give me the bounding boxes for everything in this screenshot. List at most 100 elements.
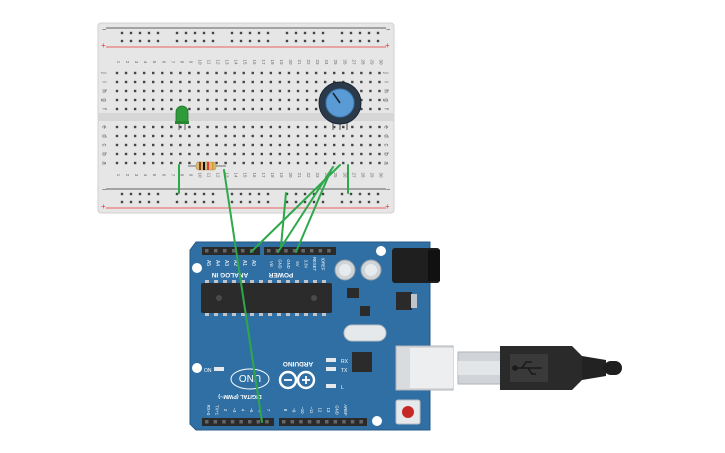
rail-hole[interactable]: [211, 39, 215, 43]
terminal-hole[interactable]: [278, 143, 282, 147]
terminal-hole[interactable]: [333, 125, 336, 129]
rail-hole[interactable]: [156, 39, 160, 43]
terminal-hole[interactable]: [305, 152, 309, 156]
terminal-hole[interactable]: [305, 107, 309, 111]
terminal-hole[interactable]: [305, 89, 309, 93]
terminal-hole[interactable]: [224, 71, 227, 75]
terminal-hole[interactable]: [152, 143, 155, 147]
terminal-hole[interactable]: [323, 143, 327, 147]
terminal-hole[interactable]: [360, 107, 363, 111]
rail-hole[interactable]: [312, 192, 316, 196]
terminal-hole[interactable]: [323, 125, 327, 129]
terminal-hole[interactable]: [124, 125, 128, 129]
terminal-hole[interactable]: [251, 125, 254, 129]
rail-hole[interactable]: [138, 192, 142, 196]
terminal-hole[interactable]: [351, 143, 354, 147]
header-pin[interactable]: [316, 420, 320, 424]
terminal-hole[interactable]: [115, 125, 119, 129]
rail-hole[interactable]: [312, 31, 316, 35]
header-pin[interactable]: [310, 249, 314, 253]
terminal-hole[interactable]: [197, 152, 200, 156]
rail-hole[interactable]: [321, 31, 325, 35]
rail-hole[interactable]: [294, 39, 298, 43]
terminal-hole[interactable]: [233, 89, 236, 93]
terminal-hole[interactable]: [323, 134, 327, 138]
terminal-hole[interactable]: [142, 107, 146, 111]
terminal-hole[interactable]: [215, 107, 218, 111]
rail-hole[interactable]: [294, 192, 298, 196]
terminal-hole[interactable]: [179, 134, 182, 138]
rail-hole[interactable]: [358, 39, 362, 43]
rail-hole[interactable]: [367, 192, 371, 196]
terminal-hole[interactable]: [323, 71, 327, 75]
terminal-hole[interactable]: [206, 125, 209, 129]
rail-hole[interactable]: [376, 31, 380, 35]
header-pin[interactable]: [256, 420, 261, 424]
terminal-hole[interactable]: [305, 143, 309, 147]
rail-hole[interactable]: [120, 200, 124, 204]
terminal-hole[interactable]: [278, 80, 282, 84]
terminal-hole[interactable]: [124, 152, 128, 156]
terminal-hole[interactable]: [342, 161, 345, 165]
terminal-hole[interactable]: [333, 80, 336, 84]
terminal-hole[interactable]: [161, 71, 164, 75]
wire-gnd-rail-to-gnd[interactable]: [280, 192, 287, 247]
terminal-hole[interactable]: [378, 89, 381, 93]
rail-hole[interactable]: [129, 31, 133, 35]
terminal-hole[interactable]: [278, 134, 282, 138]
potentiometer[interactable]: [318, 81, 362, 130]
rail-hole[interactable]: [239, 192, 243, 196]
rail-hole[interactable]: [120, 192, 124, 196]
terminal-hole[interactable]: [152, 89, 155, 93]
terminal-hole[interactable]: [188, 152, 191, 156]
terminal-hole[interactable]: [233, 125, 236, 129]
terminal-hole[interactable]: [269, 71, 273, 75]
rail-hole[interactable]: [248, 31, 252, 35]
terminal-hole[interactable]: [115, 134, 119, 138]
terminal-hole[interactable]: [269, 134, 273, 138]
terminal-hole[interactable]: [260, 161, 263, 165]
terminal-hole[interactable]: [378, 107, 381, 111]
terminal-hole[interactable]: [333, 134, 336, 138]
terminal-hole[interactable]: [251, 107, 254, 111]
terminal-hole[interactable]: [152, 161, 155, 165]
rail-hole[interactable]: [129, 200, 133, 204]
rail-hole[interactable]: [340, 39, 344, 43]
terminal-hole[interactable]: [287, 143, 291, 147]
terminal-hole[interactable]: [215, 161, 218, 165]
rail-hole[interactable]: [294, 31, 298, 35]
terminal-hole[interactable]: [314, 161, 318, 165]
terminal-hole[interactable]: [197, 143, 200, 147]
terminal-hole[interactable]: [115, 143, 119, 147]
rail-hole[interactable]: [156, 31, 160, 35]
rail-hole[interactable]: [202, 200, 206, 204]
rail-hole[interactable]: [358, 31, 362, 35]
terminal-hole[interactable]: [323, 80, 327, 84]
terminal-hole[interactable]: [170, 107, 173, 111]
terminal-hole[interactable]: [161, 80, 164, 84]
terminal-hole[interactable]: [351, 80, 354, 84]
rail-hole[interactable]: [138, 31, 142, 35]
rail-hole[interactable]: [266, 200, 270, 204]
terminal-hole[interactable]: [179, 125, 182, 129]
terminal-hole[interactable]: [161, 161, 164, 165]
rail-hole[interactable]: [120, 31, 124, 35]
terminal-hole[interactable]: [161, 107, 164, 111]
rail-hole[interactable]: [202, 31, 206, 35]
header-pin[interactable]: [232, 249, 236, 253]
rail-hole[interactable]: [202, 192, 206, 196]
terminal-hole[interactable]: [224, 98, 227, 102]
terminal-hole[interactable]: [133, 134, 137, 138]
terminal-hole[interactable]: [278, 71, 282, 75]
terminal-hole[interactable]: [251, 98, 254, 102]
terminal-hole[interactable]: [133, 152, 137, 156]
terminal-hole[interactable]: [251, 143, 254, 147]
terminal-hole[interactable]: [260, 125, 263, 129]
rail-hole[interactable]: [257, 31, 261, 35]
rail-hole[interactable]: [175, 192, 179, 196]
rail-hole[interactable]: [257, 192, 261, 196]
terminal-hole[interactable]: [378, 152, 381, 156]
header-pin[interactable]: [307, 420, 312, 424]
terminal-hole[interactable]: [161, 89, 164, 93]
